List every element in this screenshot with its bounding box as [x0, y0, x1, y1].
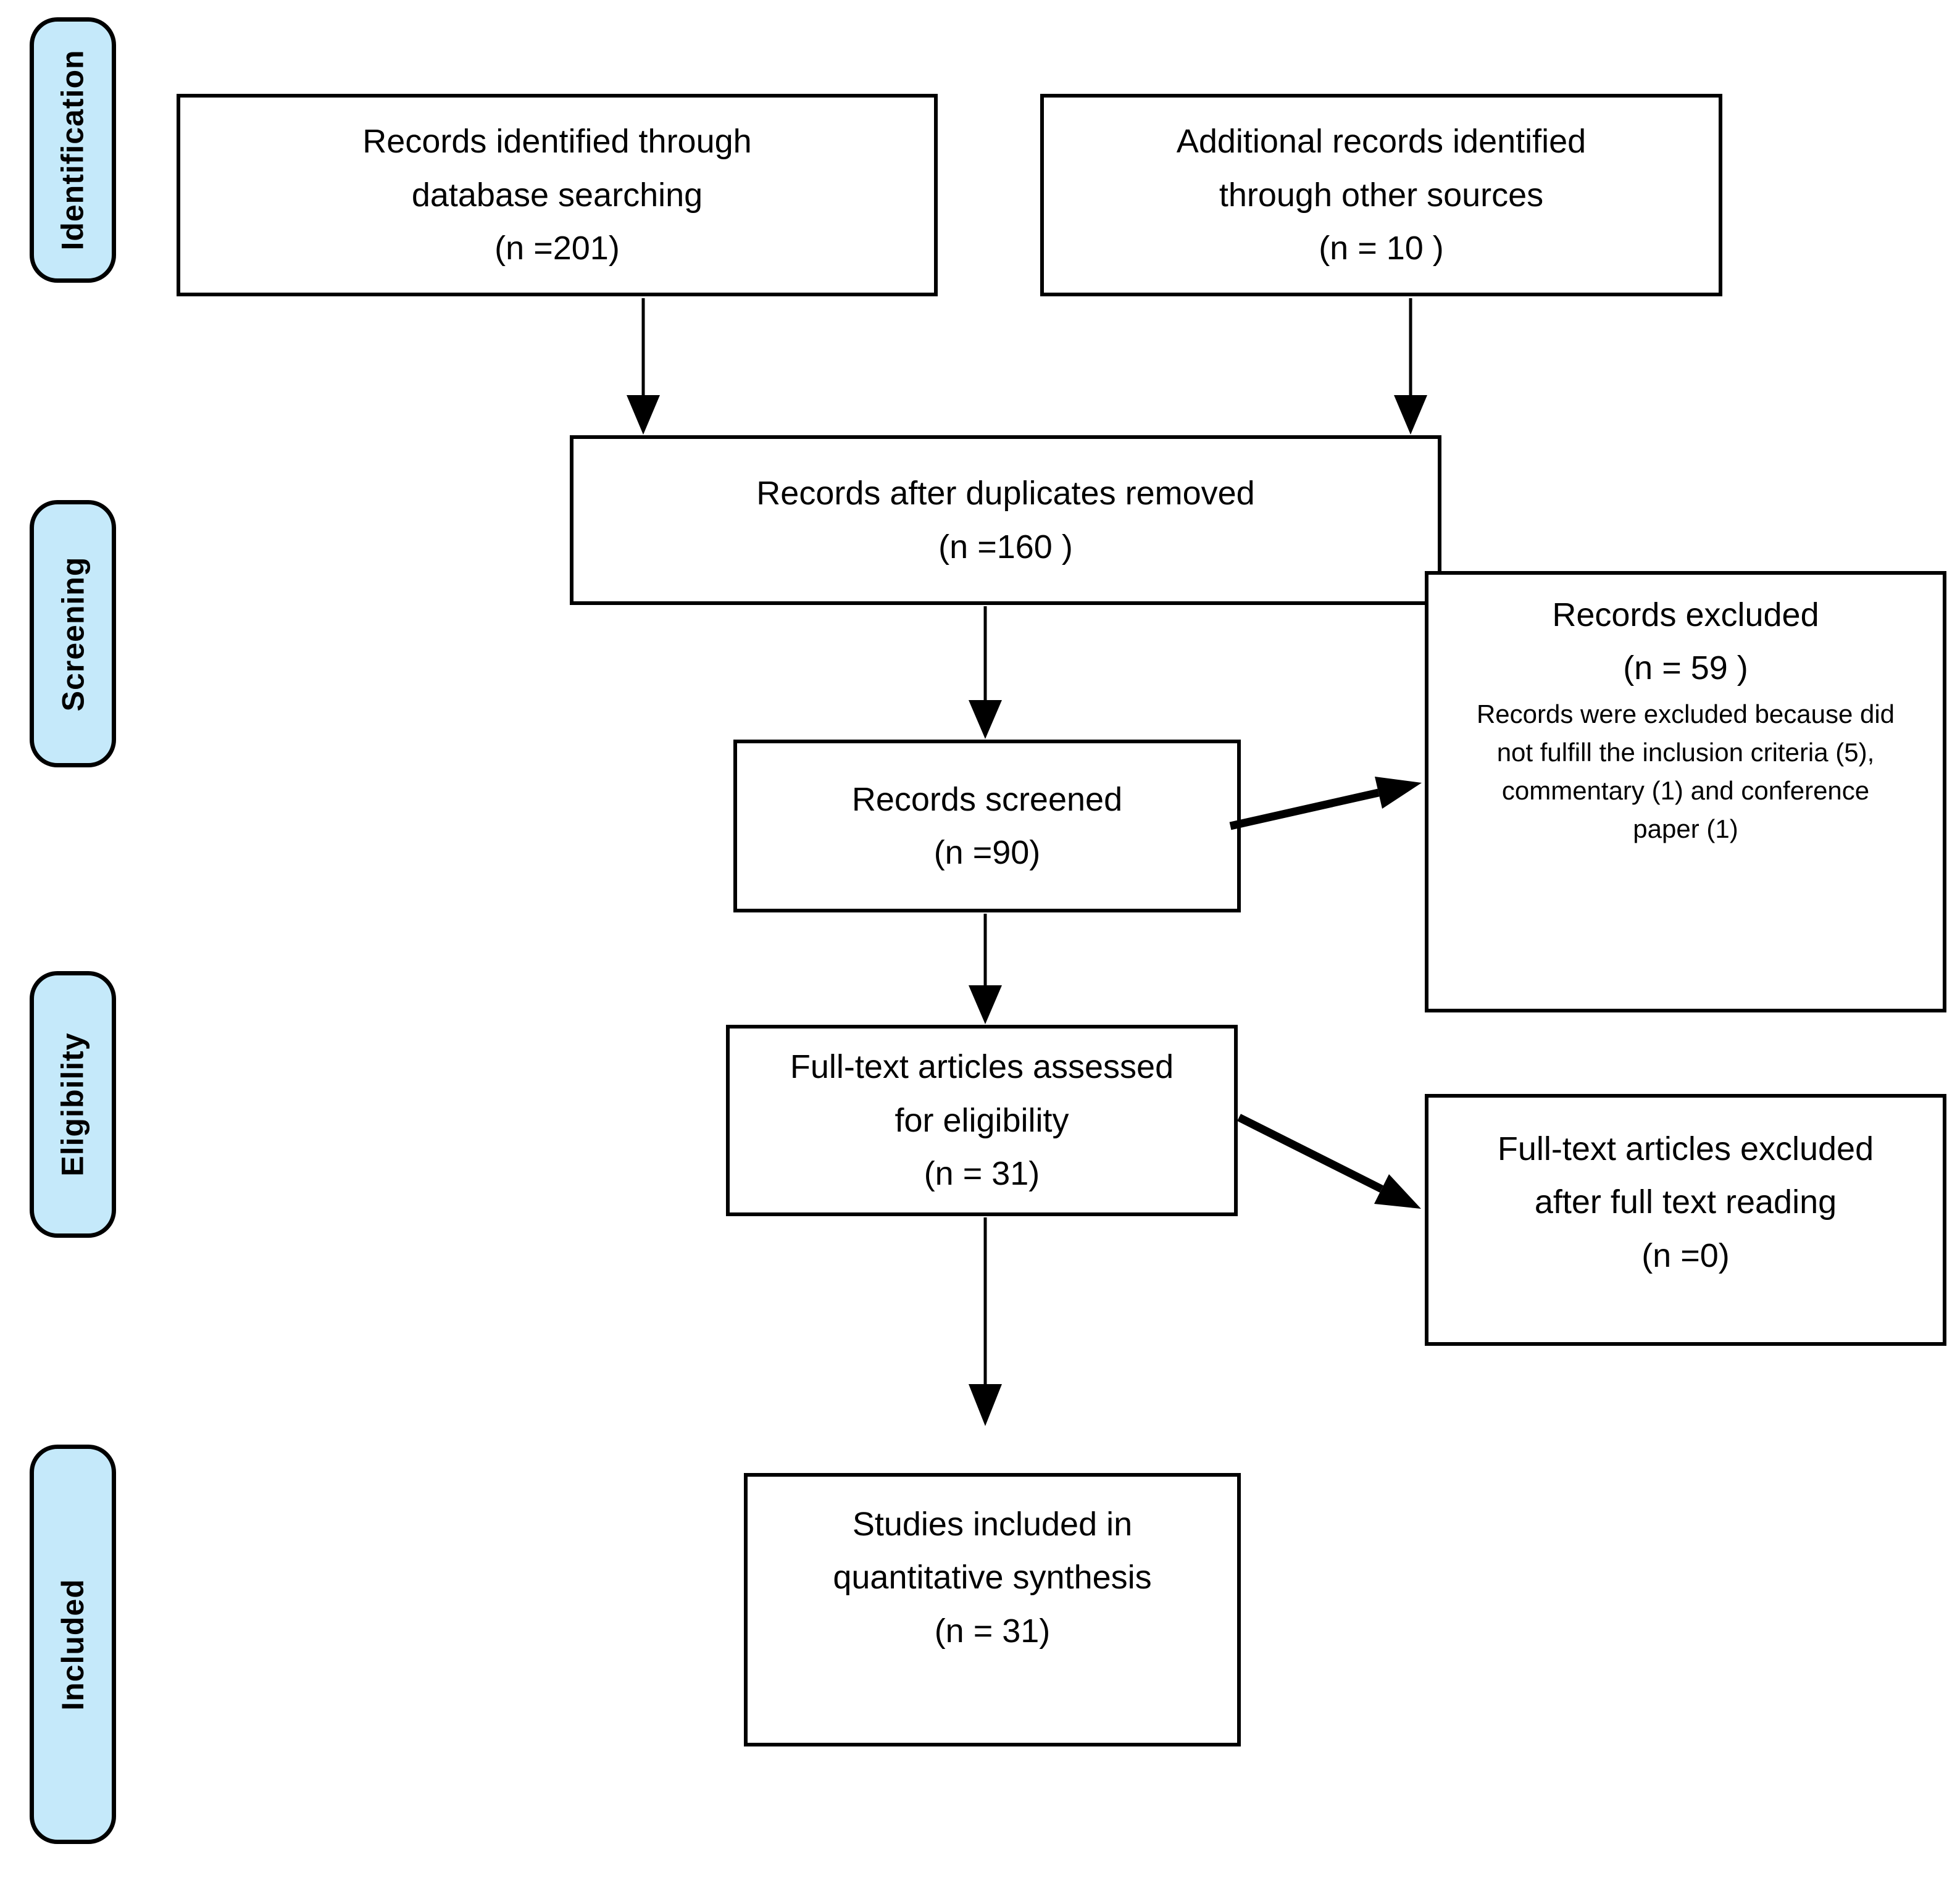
box-additional-records: Additional records identified through ot…	[1040, 94, 1722, 296]
stage-identification: Identification	[30, 17, 116, 283]
stage-included-label: Included	[56, 1578, 91, 1711]
box-additional-records-line: Additional records identified	[1176, 123, 1587, 161]
box-records-excluded-title: Records excluded	[1552, 596, 1819, 633]
box-records-identified-db-line: Records identified through	[362, 123, 752, 161]
box-records-identified-db-line: database searching	[411, 176, 703, 214]
box-studies-included-line: quantitative synthesis	[833, 1559, 1152, 1596]
box-records-after-duplicates-count: (n =160 )	[938, 528, 1073, 565]
box-records-excluded-reason: paper (1)	[1633, 814, 1738, 844]
box-records-excluded-count: (n = 59 )	[1623, 649, 1748, 687]
box-fulltext-excluded: Full-text articles excluded after full t…	[1425, 1094, 1946, 1346]
box-records-screened-line: Records screened	[851, 780, 1123, 818]
arrow-screened-to-assessed	[969, 914, 1002, 1024]
stage-eligibility-label: Eligibility	[56, 1032, 90, 1177]
stage-identification-label: Identification	[56, 49, 91, 251]
box-records-screened-count: (n =90)	[933, 834, 1041, 871]
box-studies-included-count: (n = 31)	[934, 1612, 1051, 1650]
box-records-screened: Records screened (n =90)	[733, 740, 1241, 912]
box-fulltext-excluded-line: Full-text articles excluded	[1497, 1130, 1874, 1167]
box-records-identified-db: Records identified through database sear…	[177, 94, 938, 296]
box-records-excluded-reason: commentary (1) and conference	[1501, 776, 1870, 806]
box-fulltext-assessed: Full-text articles assessed for eligibil…	[726, 1025, 1238, 1216]
box-records-after-duplicates-line: Records after duplicates removed	[756, 475, 1255, 512]
box-fulltext-assessed-line: for eligibility	[895, 1101, 1069, 1139]
box-records-excluded-reason: Records were excluded because did	[1476, 699, 1895, 728]
arrow-assessed-to-fulltext-excluded	[1237, 1114, 1421, 1209]
stage-screening-label: Screening	[56, 556, 90, 711]
arrow-additional-to-duplicates	[1394, 298, 1427, 435]
stage-included: Included	[30, 1445, 116, 1844]
arrow-identified-to-duplicates	[627, 298, 660, 435]
box-studies-included-line: Studies included in	[852, 1506, 1133, 1543]
box-additional-records-line: through other sources	[1219, 176, 1544, 214]
stage-eligibility: Eligibility	[30, 971, 116, 1238]
box-records-identified-db-count: (n =201)	[494, 230, 620, 267]
stage-screening: Screening	[30, 500, 116, 767]
box-fulltext-assessed-line: Full-text articles assessed	[790, 1048, 1174, 1086]
box-fulltext-excluded-count: (n =0)	[1641, 1237, 1730, 1274]
box-records-after-duplicates: Records after duplicates removed (n =160…	[570, 435, 1441, 605]
box-studies-included-quantitative: Studies included in quantitative synthes…	[744, 1473, 1241, 1746]
arrow-assessed-down	[969, 1217, 1002, 1426]
box-fulltext-assessed-count: (n = 31)	[924, 1155, 1040, 1193]
box-additional-records-count: (n = 10 )	[1319, 230, 1444, 267]
arrow-duplicates-to-screened	[969, 606, 1002, 739]
box-records-excluded-reason: not fulfill the inclusion criteria (5),	[1496, 737, 1875, 767]
box-records-excluded: Records excluded (n = 59 ) Records were …	[1425, 571, 1946, 1012]
box-fulltext-excluded-line: after full text reading	[1534, 1183, 1837, 1221]
arrow-screened-to-excluded	[1229, 777, 1422, 830]
